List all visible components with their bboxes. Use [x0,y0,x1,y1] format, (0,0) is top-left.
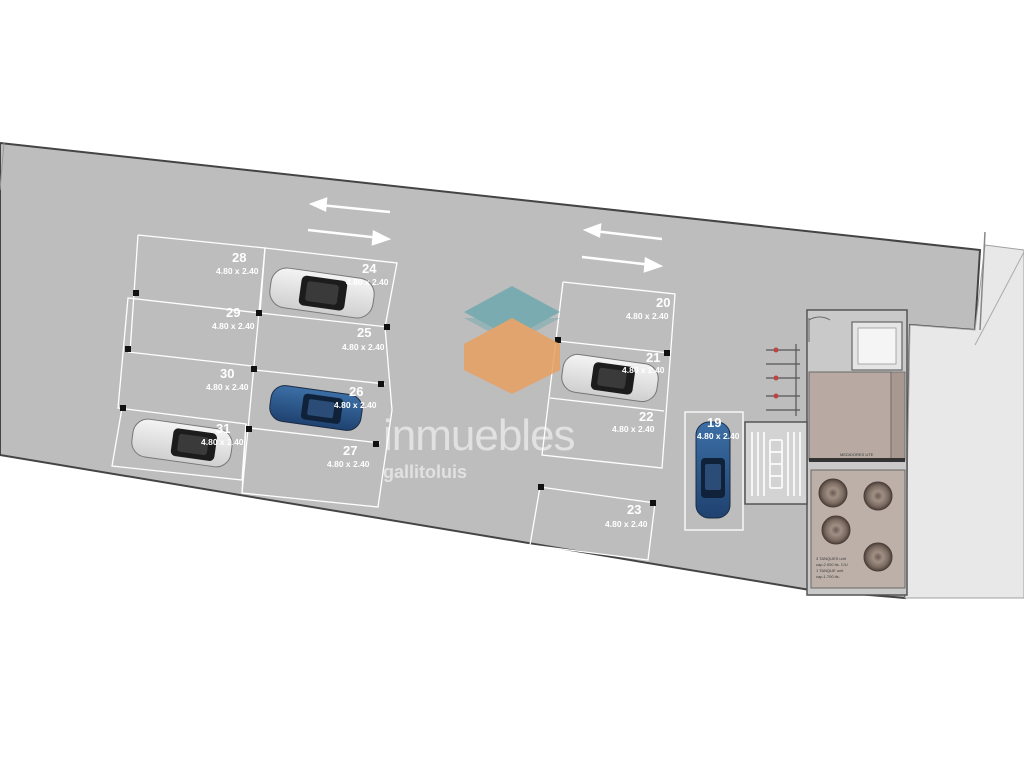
space-20-size: 4.80 x 2.40 [626,311,669,321]
tanks-label-4: cap.1.700 lts. [816,574,840,579]
meters-room-label: MEDIDORES UTE [840,452,874,457]
parking-markers-right [538,337,670,506]
space-23-size: 4.80 x 2.40 [605,519,648,529]
space-31-number: 31 [216,421,230,436]
water-tank [818,478,848,508]
space-30-number: 30 [220,366,234,381]
space-20-number: 20 [656,295,670,310]
space-27-size: 4.80 x 2.40 [327,459,370,469]
space-19-size: 4.80 x 2.40 [697,431,740,441]
car-blue-26 [269,385,363,431]
bicycle-rack [766,344,800,416]
parking-lines-right [529,281,676,561]
space-labels: 28 4.80 x 2.40 29 4.80 x 2.40 30 4.80 x … [201,250,740,529]
meters-room [808,371,892,461]
space-22-number: 22 [639,409,653,424]
space-29-number: 29 [226,305,240,320]
space-23-number: 23 [627,502,641,517]
space-25-size: 4.80 x 2.40 [342,342,385,352]
water-tank [821,515,851,545]
tanks-label-2: cap.2.000 lts. C/U [816,562,848,567]
space-29-size: 4.80 x 2.40 [212,321,255,331]
space-31-size: 4.80 x 2.40 [201,437,244,447]
water-tank [863,542,893,572]
car-white-24 [269,267,375,319]
tanks-label-3: 1 TANQUE unit [816,568,844,573]
building-core: MEDIDORES UTE 3 TANQUES unit cap.2.000 l… [806,309,908,596]
door [808,316,831,342]
watermark-sub: gallitoluis [383,462,467,482]
space-28-size: 4.80 x 2.40 [216,266,259,276]
car-white-21 [561,353,659,403]
tanks-label-1: 3 TANQUES unit [816,556,847,561]
space-28-number: 28 [232,250,246,265]
space-22-size: 4.80 x 2.40 [612,424,655,434]
property-line [0,142,5,191]
space-19-number: 19 [707,415,721,430]
space-30-size: 4.80 x 2.40 [206,382,249,392]
space-21-number: 21 [646,350,660,365]
watermark-logo [464,286,560,394]
car-white-31 [131,418,233,468]
space-24-number: 24 [362,261,377,276]
space-27-number: 27 [343,443,357,458]
watermark-brand: inmuebles [383,411,575,460]
property-line [974,251,1024,346]
space-26-number: 26 [349,384,363,399]
parking-markers-left [120,290,390,447]
space-25-number: 25 [357,325,371,340]
space-21-size: 4.80 x 2.40 [622,365,665,375]
space-24-size: 4.80 x 2.40 [346,277,389,287]
car-blue-19 [695,421,731,519]
water-tank [863,481,893,511]
traffic-arrows [307,197,664,273]
staircase [744,421,808,505]
neighbor-plot [904,244,1024,599]
property-line [979,231,986,331]
parking-space-19-outline [684,411,744,531]
space-26-size: 4.80 x 2.40 [334,400,377,410]
